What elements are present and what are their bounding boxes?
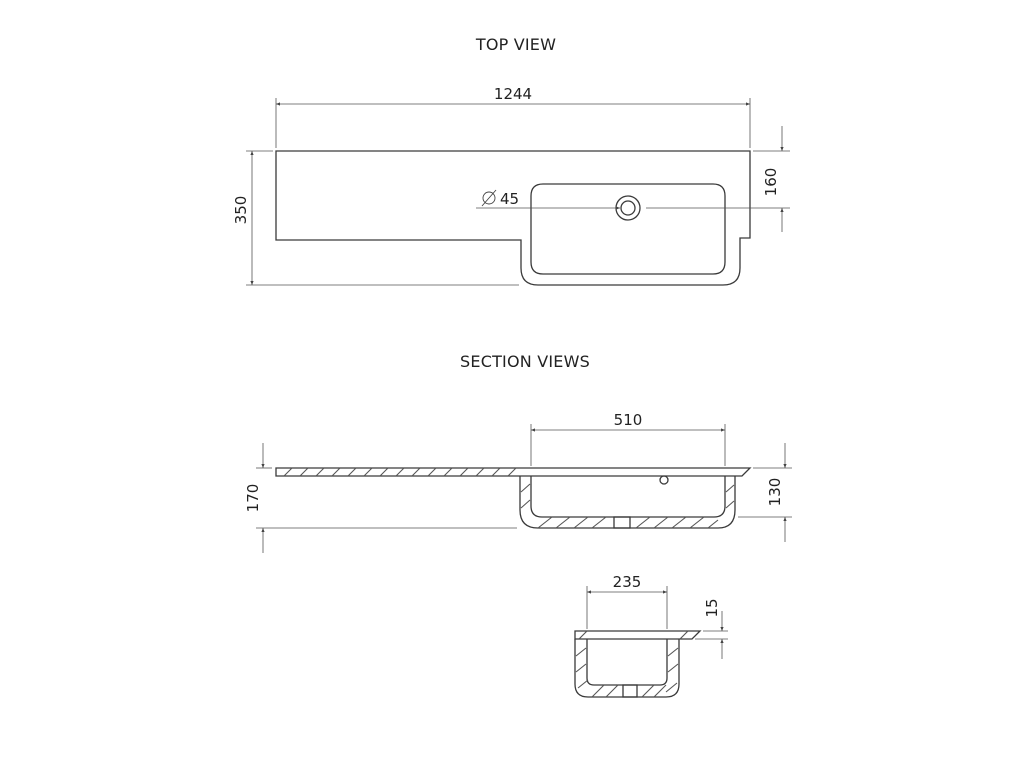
- dimension-bowl-width: 510: [530, 411, 726, 466]
- dim-label-1244: 1244: [494, 85, 532, 103]
- dimension-waste-hole: 45: [476, 189, 620, 210]
- cross-section-outline: [574, 630, 702, 698]
- dim-label-15: 15: [703, 598, 721, 617]
- bowl-hatching: [520, 483, 735, 529]
- dimension-top-thickness: 15: [695, 598, 728, 659]
- dimension-bowl-section-width: 235: [586, 573, 668, 629]
- dim-label-160: 160: [762, 168, 780, 197]
- dimension-overall-length: 1244: [275, 85, 751, 148]
- waste-outlet: [613, 516, 631, 529]
- dim-label-170: 170: [244, 484, 262, 513]
- dim-label-350: 350: [232, 196, 250, 225]
- dim-label-130: 130: [766, 478, 784, 507]
- dimension-overall-height: 170: [244, 443, 517, 553]
- bowl-outline: [530, 183, 726, 275]
- waste-hole-inner: [620, 200, 636, 216]
- dim-label-510: 510: [614, 411, 643, 429]
- cross-section-hatching: [575, 630, 689, 698]
- top-view-title: TOP VIEW: [475, 35, 556, 54]
- dim-label-235: 235: [613, 573, 642, 591]
- top-view-outline: [275, 150, 751, 286]
- dimension-bowl-offset: 160: [646, 126, 790, 232]
- overflow-hole: [659, 475, 669, 485]
- section-view-title: SECTION VIEWS: [460, 352, 590, 371]
- cross-waste-outlet: [622, 684, 638, 698]
- dimension-overall-depth: 350: [232, 150, 519, 286]
- long-section-outline: [275, 467, 752, 529]
- dim-label-45: 45: [500, 190, 519, 208]
- dimension-bowl-depth: 130: [738, 443, 792, 542]
- top-hatching: [283, 467, 517, 477]
- diameter-icon: [482, 191, 496, 205]
